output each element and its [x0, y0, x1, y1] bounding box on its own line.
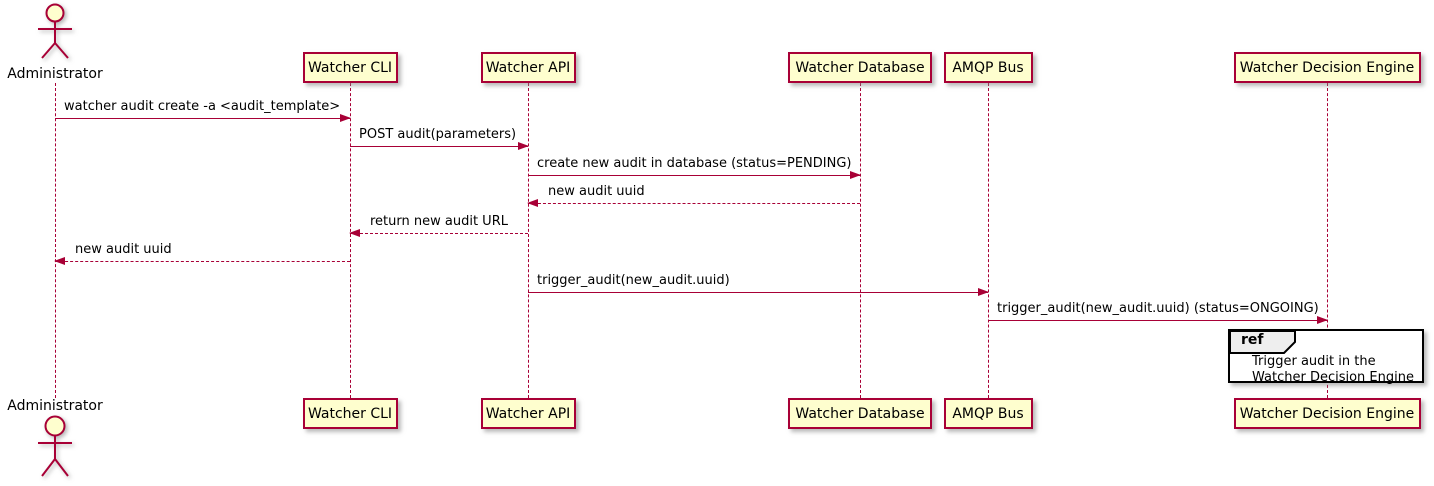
message-label: POST audit(parameters)	[359, 127, 517, 142]
message-1-administrator-to-watcher-cli: watcher audit create -a <audit_template>	[55, 99, 351, 125]
arrowhead-right-icon	[518, 142, 529, 150]
message-label: new audit uuid	[75, 242, 172, 257]
message-4-watcher-database-to-watcher-api: new audit uuid	[527, 184, 860, 210]
arrowhead-right-icon	[1317, 316, 1328, 324]
participant-watcher-cli-bottom: Watcher CLI	[302, 398, 398, 429]
message-3-watcher-api-to-watcher-database: create new audit in database (status=PEN…	[528, 156, 861, 182]
lifeline-administrator	[55, 83, 56, 398]
actor-label: Administrator	[7, 66, 103, 82]
participant-watcher-database-bottom: Watcher Database	[788, 398, 932, 429]
arrowhead-left-icon	[54, 257, 65, 265]
message-2-watcher-cli-to-watcher-api: POST audit(parameters)	[350, 127, 529, 153]
message-line	[988, 320, 1327, 321]
arrowhead-left-icon	[527, 199, 538, 207]
participant-watcher-api-top: Watcher API	[480, 52, 576, 83]
lifeline-watcher-api	[528, 83, 529, 398]
ref-text: Trigger audit in the Watcher Decision En…	[1252, 354, 1414, 385]
participant-watcher-api-bottom: Watcher API	[480, 398, 576, 429]
ref-fragment: ref Trigger audit in the Watcher Decisio…	[1228, 329, 1424, 385]
participant-watcher-cli-top: Watcher CLI	[302, 52, 398, 83]
message-label: create new audit in database (status=PEN…	[537, 156, 852, 171]
message-line	[55, 261, 350, 262]
participant-watcher-decision-engine-top: Watcher Decision Engine	[1233, 52, 1421, 83]
actor-stick-figure-icon	[38, 415, 72, 477]
message-label: watcher audit create -a <audit_template>	[64, 99, 341, 114]
ref-pentagon-icon	[1229, 330, 1296, 354]
message-label: return new audit URL	[370, 214, 508, 229]
participant-watcher-database-top: Watcher Database	[788, 52, 932, 83]
message-6-watcher-cli-to-administrator: new audit uuid	[54, 242, 350, 268]
arrowhead-left-icon	[349, 229, 360, 237]
message-label: trigger_audit(new_audit.uuid) (status=ON…	[997, 301, 1319, 316]
actor-stick-figure-icon	[38, 3, 72, 59]
actor-label: Administrator	[7, 398, 103, 414]
ref-keyword: ref	[1241, 332, 1264, 348]
participant-amqp-bus-top: AMQP Bus	[943, 52, 1033, 83]
message-line	[528, 292, 988, 293]
message-8-amqp-bus-to-watcher-decision-engine: trigger_audit(new_audit.uuid) (status=ON…	[988, 301, 1328, 327]
participant-amqp-bus-bottom: AMQP Bus	[943, 398, 1033, 429]
arrowhead-right-icon	[850, 171, 861, 179]
message-label: trigger_audit(new_audit.uuid)	[537, 273, 730, 288]
message-line	[528, 175, 860, 176]
ref-text-line: Trigger audit in the	[1252, 354, 1376, 369]
message-line	[55, 118, 350, 119]
message-line	[350, 233, 528, 234]
lifeline-amqp-bus	[988, 83, 989, 398]
message-label: new audit uuid	[548, 184, 645, 199]
participant-watcher-decision-engine-bottom: Watcher Decision Engine	[1233, 398, 1421, 429]
lifeline-watcher-decision-engine	[1327, 83, 1328, 398]
arrowhead-right-icon	[978, 288, 989, 296]
lifeline-watcher-cli	[350, 83, 351, 398]
arrowhead-right-icon	[340, 114, 351, 122]
message-line	[350, 146, 528, 147]
message-line	[528, 203, 860, 204]
ref-text-line: Watcher Decision Engine	[1252, 369, 1414, 385]
message-5-watcher-api-to-watcher-cli: return new audit URL	[349, 214, 528, 240]
lifeline-watcher-database	[860, 83, 861, 398]
message-7-watcher-api-to-amqp-bus: trigger_audit(new_audit.uuid)	[528, 273, 989, 299]
